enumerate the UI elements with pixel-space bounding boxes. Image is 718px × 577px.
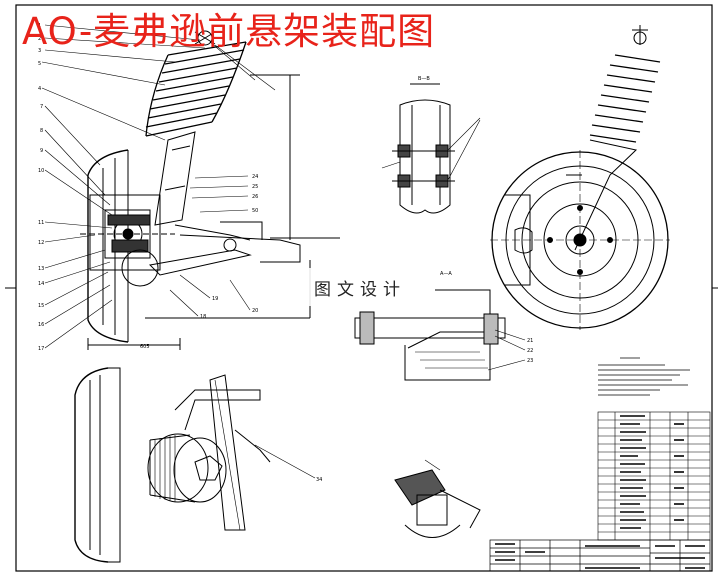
small-detail-view bbox=[394, 459, 481, 538]
part-label: 16 bbox=[38, 322, 44, 328]
section-aa-view: A—A bbox=[354, 271, 526, 381]
part-label: 3 bbox=[38, 48, 41, 54]
part-number-labels-right: 21 22 23 bbox=[527, 338, 533, 364]
section-bb-view: B—B bbox=[381, 76, 481, 214]
part-label: 8 bbox=[40, 128, 43, 134]
part-label: 7 bbox=[40, 104, 43, 110]
part-label: 13 bbox=[38, 266, 44, 272]
part-number-labels-mid: 24 25 26 50 19 18 20 bbox=[169, 174, 258, 320]
part-label: 15 bbox=[38, 303, 44, 309]
part-label: 4 bbox=[38, 86, 41, 92]
part-number-labels-left: 1 2 3 5 4 7 8 9 10 11 12 13 14 15 16 17 bbox=[38, 23, 44, 352]
parts-list-table bbox=[597, 411, 711, 541]
watermark-badge: 图文设计 bbox=[285, 268, 435, 306]
part-label: 26 bbox=[252, 194, 258, 200]
part-label: 12 bbox=[38, 240, 44, 246]
part-label: 19 bbox=[212, 296, 218, 302]
leader-lines-left bbox=[41, 24, 276, 349]
part-label: 25 bbox=[252, 184, 258, 190]
part-label: 23 bbox=[527, 358, 533, 364]
part-label: 21 bbox=[527, 338, 533, 344]
drawing-title: AO-麦弗逊前悬架装配图 bbox=[22, 10, 436, 53]
part-label: 2 bbox=[38, 36, 41, 42]
part-label: 20 bbox=[252, 308, 258, 314]
lower-left-view: 34 bbox=[74, 367, 322, 563]
part-label: 24 bbox=[252, 174, 258, 180]
section-aa-label: A—A bbox=[440, 271, 452, 277]
part-label: 10 bbox=[38, 168, 44, 174]
section-bb-label: B—B bbox=[418, 76, 430, 82]
main-front-view bbox=[80, 30, 340, 350]
part-label: 11 bbox=[38, 220, 44, 226]
side-view-drum bbox=[490, 25, 670, 330]
part-label: 50 bbox=[252, 208, 258, 214]
part-label: 34 bbox=[316, 477, 322, 483]
part-label: 17 bbox=[38, 346, 44, 352]
spring-boot bbox=[145, 41, 247, 137]
part-label: 1 bbox=[38, 23, 41, 29]
part-label: 18 bbox=[200, 314, 206, 320]
technical-notes bbox=[598, 357, 690, 396]
dimension-label: 605 bbox=[140, 344, 150, 350]
part-label: 14 bbox=[38, 281, 44, 287]
part-label: 5 bbox=[38, 61, 41, 67]
part-label: 22 bbox=[527, 348, 533, 354]
part-label: 9 bbox=[40, 148, 43, 154]
title-block bbox=[489, 539, 711, 572]
